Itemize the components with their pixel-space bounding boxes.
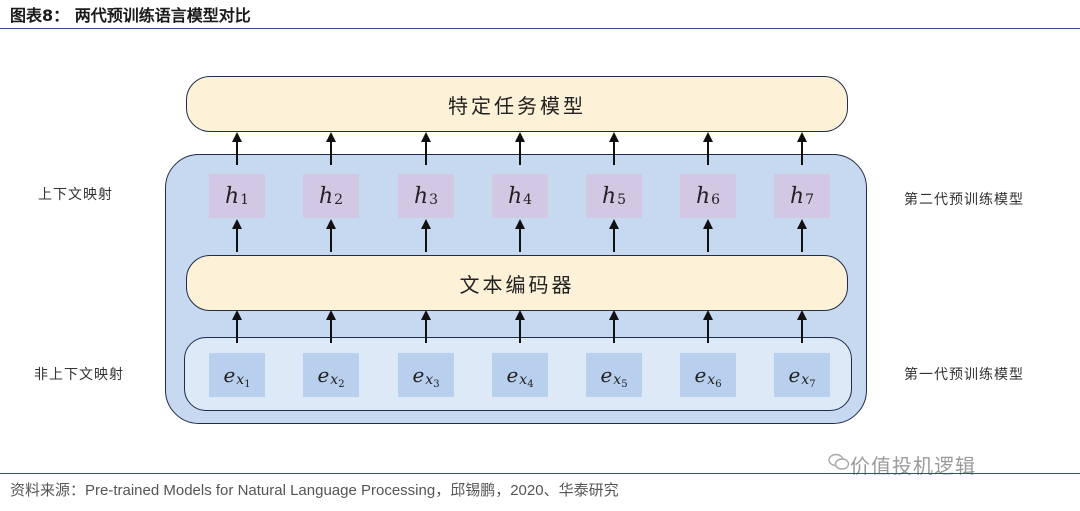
embedding-index: 4 xyxy=(527,378,534,390)
hidden-index: 6 xyxy=(711,192,721,208)
hidden-symbol: h xyxy=(507,183,523,209)
label-first-gen-model: 第一代预训练模型 xyxy=(904,367,1024,383)
embedding-token-symbol: x xyxy=(707,372,716,388)
embedding-index: 3 xyxy=(433,378,440,390)
watermark: 价值投机逻辑 xyxy=(850,454,976,478)
embedding-index: 1 xyxy=(244,378,251,390)
hidden-symbol: h xyxy=(413,183,429,209)
hidden-symbol: h xyxy=(695,183,711,209)
hidden-index: 4 xyxy=(523,192,533,208)
wechat-icon xyxy=(828,453,850,470)
task-specific-model: 特定任务模型 xyxy=(186,76,848,132)
label-contextual-mapping: 上下文映射 xyxy=(38,187,113,203)
text-encoder: 文本编码器 xyxy=(186,255,848,311)
source-note: 资料来源：Pre-trained Models for Natural Lang… xyxy=(10,482,619,499)
hidden-index: 2 xyxy=(334,192,344,208)
embedding-symbol: e xyxy=(506,363,519,387)
figure-title: 图表8： 两代预训练语言模型对比 xyxy=(10,6,251,25)
hidden-index: 1 xyxy=(240,192,250,208)
label-non-contextual-mapping: 非上下文映射 xyxy=(34,367,124,383)
embedding-symbol: e xyxy=(317,363,330,387)
embedding-token-symbol: x xyxy=(801,372,810,388)
embedding-symbol: e xyxy=(600,363,613,387)
embedding-index: 6 xyxy=(715,378,722,390)
hidden-index: 3 xyxy=(429,192,439,208)
hidden-symbol: h xyxy=(318,183,334,209)
embedding-index: 2 xyxy=(338,378,345,390)
bottom-rule xyxy=(0,473,1080,474)
embedding-token-symbol: x xyxy=(613,372,622,388)
hidden-symbol: h xyxy=(789,183,805,209)
hidden-index: 5 xyxy=(617,192,627,208)
embedding-symbol: e xyxy=(223,363,236,387)
embedding-token-symbol: x xyxy=(425,372,434,388)
embedding-token-symbol: x xyxy=(519,372,528,388)
hidden-symbol: h xyxy=(601,183,617,209)
hidden-index: 7 xyxy=(805,192,815,208)
embedding-index: 5 xyxy=(621,378,628,390)
embedding-symbol: e xyxy=(788,363,801,387)
hidden-symbol: h xyxy=(224,183,240,209)
embedding-index: 7 xyxy=(809,378,816,390)
top-rule xyxy=(0,28,1080,29)
embedding-token-symbol: x xyxy=(330,372,339,388)
embedding-symbol: e xyxy=(412,363,425,387)
label-second-gen-model: 第二代预训练模型 xyxy=(904,192,1024,208)
embedding-symbol: e xyxy=(694,363,707,387)
embedding-token-symbol: x xyxy=(236,372,245,388)
